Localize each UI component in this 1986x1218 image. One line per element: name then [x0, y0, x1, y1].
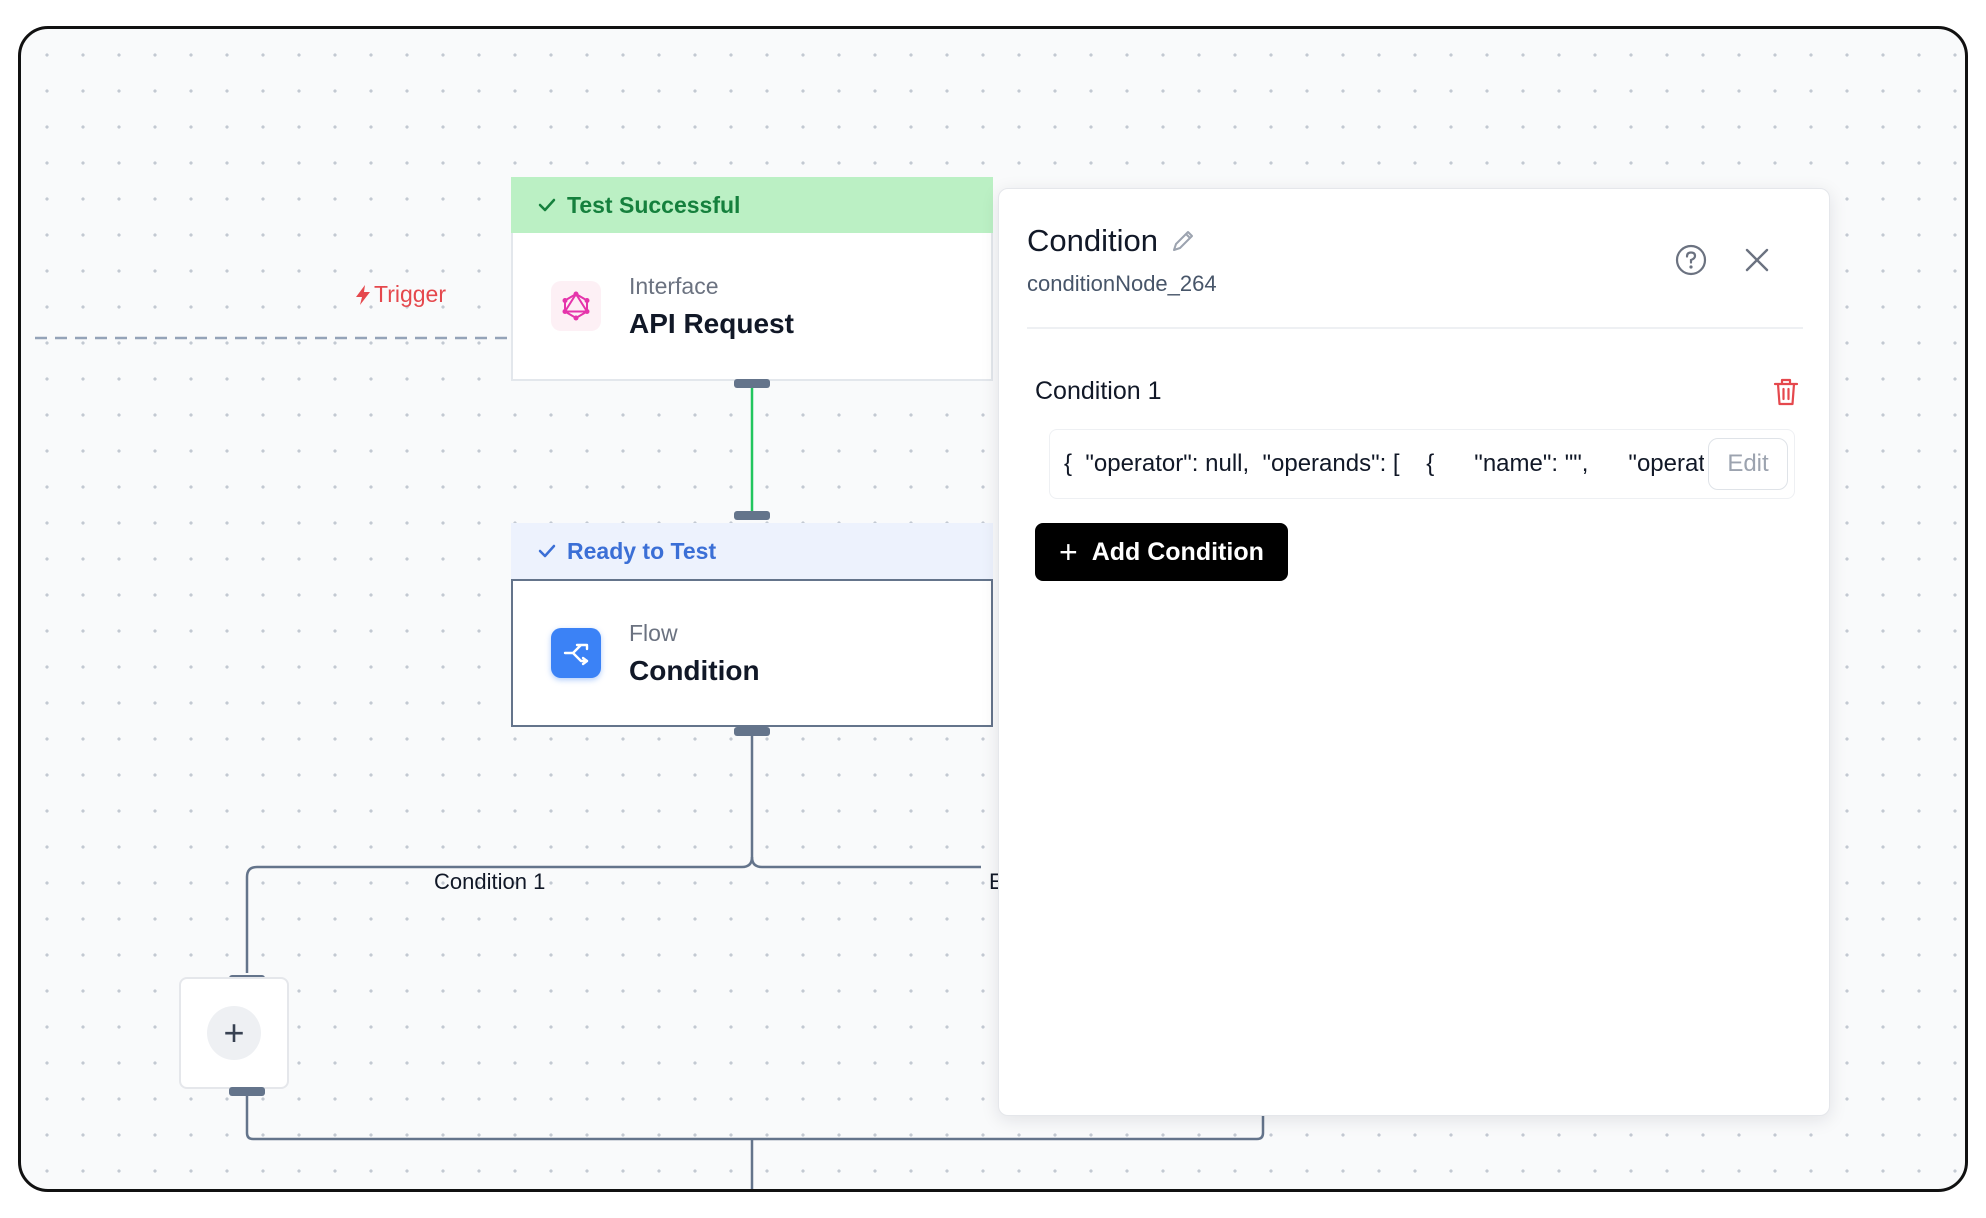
node-kind: Interface — [629, 272, 719, 299]
node-input-handle[interactable] — [734, 511, 770, 520]
branch-edge — [245, 729, 754, 973]
node-output-handle[interactable] — [734, 379, 770, 388]
delete-condition-button[interactable] — [1769, 375, 1803, 409]
add-condition-label: Add Condition — [1091, 537, 1264, 566]
node-body[interactable]: Flow Condition — [511, 579, 993, 727]
branch-icon — [551, 628, 601, 678]
node-condition[interactable]: Ready to Test Flow Condition — [511, 523, 993, 727]
node-name: Condition — [629, 654, 760, 686]
check-icon — [538, 544, 556, 558]
graphql-icon — [551, 281, 601, 331]
panel-title: Condition — [1027, 223, 1158, 258]
node-status-text: Test Successful — [567, 191, 741, 218]
node-name: API Request — [629, 307, 794, 339]
node-api-request[interactable]: Test Successful Interface API Request — [511, 177, 993, 381]
trash-icon — [1773, 378, 1799, 406]
condition-expression: { "operator": null, "operands": [ { "nam… — [1064, 450, 1704, 477]
node-output-handle[interactable] — [734, 727, 770, 736]
edges-layer — [35, 336, 1265, 1189]
lightning-icon — [356, 284, 370, 305]
close-button[interactable] — [1737, 240, 1777, 280]
check-icon — [538, 198, 556, 212]
node-kind: Flow — [629, 619, 678, 646]
plus-icon[interactable]: + — [207, 1006, 261, 1060]
branch-label-condition-1: Condition 1 — [434, 869, 546, 894]
node-status-text: Ready to Test — [567, 537, 717, 564]
add-node-output-handle[interactable] — [229, 1087, 265, 1096]
workflow-canvas[interactable]: Trigger Test Successful Interface API Re… — [18, 26, 1968, 1192]
add-node-card[interactable]: + — [179, 977, 289, 1089]
node-status-ready: Ready to Test — [511, 523, 993, 579]
node-status-success: Test Successful — [511, 177, 993, 233]
help-icon — [1675, 244, 1707, 276]
trigger-label: Trigger — [354, 281, 446, 308]
condition-title: Condition 1 — [1035, 377, 1162, 405]
close-icon — [1745, 248, 1769, 272]
edit-condition-button[interactable]: Edit — [1708, 438, 1788, 490]
panel-divider — [1027, 327, 1803, 329]
merge-edge — [245, 1089, 1265, 1141]
branch-edge-else — [750, 856, 981, 869]
add-condition-button[interactable]: + Add Condition — [1035, 523, 1288, 581]
node-body[interactable]: Interface API Request — [511, 233, 993, 381]
panel-title-row: Condition — [1027, 223, 1196, 259]
condition-expression-box[interactable]: { "operator": null, "operands": [ { "nam… — [1049, 429, 1795, 499]
panel-node-id: conditionNode_264 — [1027, 271, 1217, 296]
help-button[interactable] — [1671, 240, 1711, 280]
trigger-text: Trigger — [374, 281, 446, 307]
condition-config-panel: Condition conditionNode_264 Condition 1 … — [998, 188, 1830, 1116]
pencil-icon[interactable] — [1170, 228, 1196, 254]
plus-icon: + — [1059, 534, 1078, 570]
